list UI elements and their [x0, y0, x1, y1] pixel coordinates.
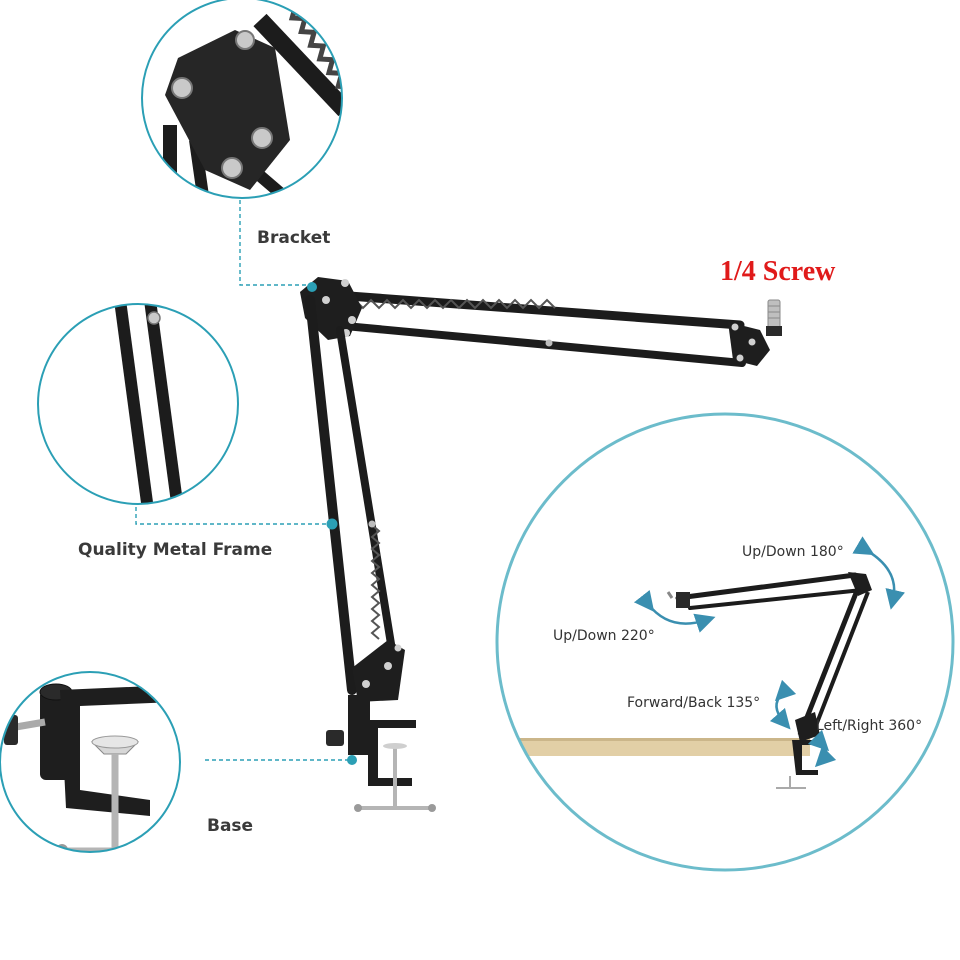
- boom-arm: [300, 277, 782, 812]
- forward-back-arrow: [769, 679, 797, 730]
- motion-arrows: [633, 536, 906, 768]
- screw-label: 1/4 Screw: [720, 256, 836, 287]
- frame-leader-line: [135, 500, 332, 525]
- desk-edge: [510, 738, 810, 756]
- leader-lines: [135, 200, 352, 761]
- base-zoom-circle: [0, 671, 181, 853]
- arm-rotation-arrow: [852, 536, 906, 610]
- arm-up-down-label: Up/Down 180°: [742, 544, 844, 560]
- bracket-zoom-circle: [141, 0, 343, 199]
- left-right-label: Left/Right 360°: [816, 718, 923, 734]
- screw-thread: [767, 299, 781, 329]
- bracket-leader-line: [239, 200, 312, 286]
- upper-spring: [354, 298, 556, 310]
- mount-rotation-arrow: [633, 589, 716, 633]
- frame-zoom-circle: [37, 303, 239, 505]
- lower-spring: [370, 524, 381, 640]
- motion-detail-circle: [495, 412, 955, 872]
- bracket-label: Bracket: [257, 228, 331, 248]
- mount-up-down-label: Up/Down 220°: [553, 628, 655, 644]
- left-right-arrow: [807, 729, 837, 768]
- forward-back-label: Forward/Back 135°: [627, 695, 761, 711]
- clamp-body: [352, 720, 416, 786]
- quality-metal-frame-label: Quality Metal Frame: [78, 540, 273, 560]
- base-label: Base: [207, 816, 254, 836]
- bracket-plate: [165, 30, 290, 190]
